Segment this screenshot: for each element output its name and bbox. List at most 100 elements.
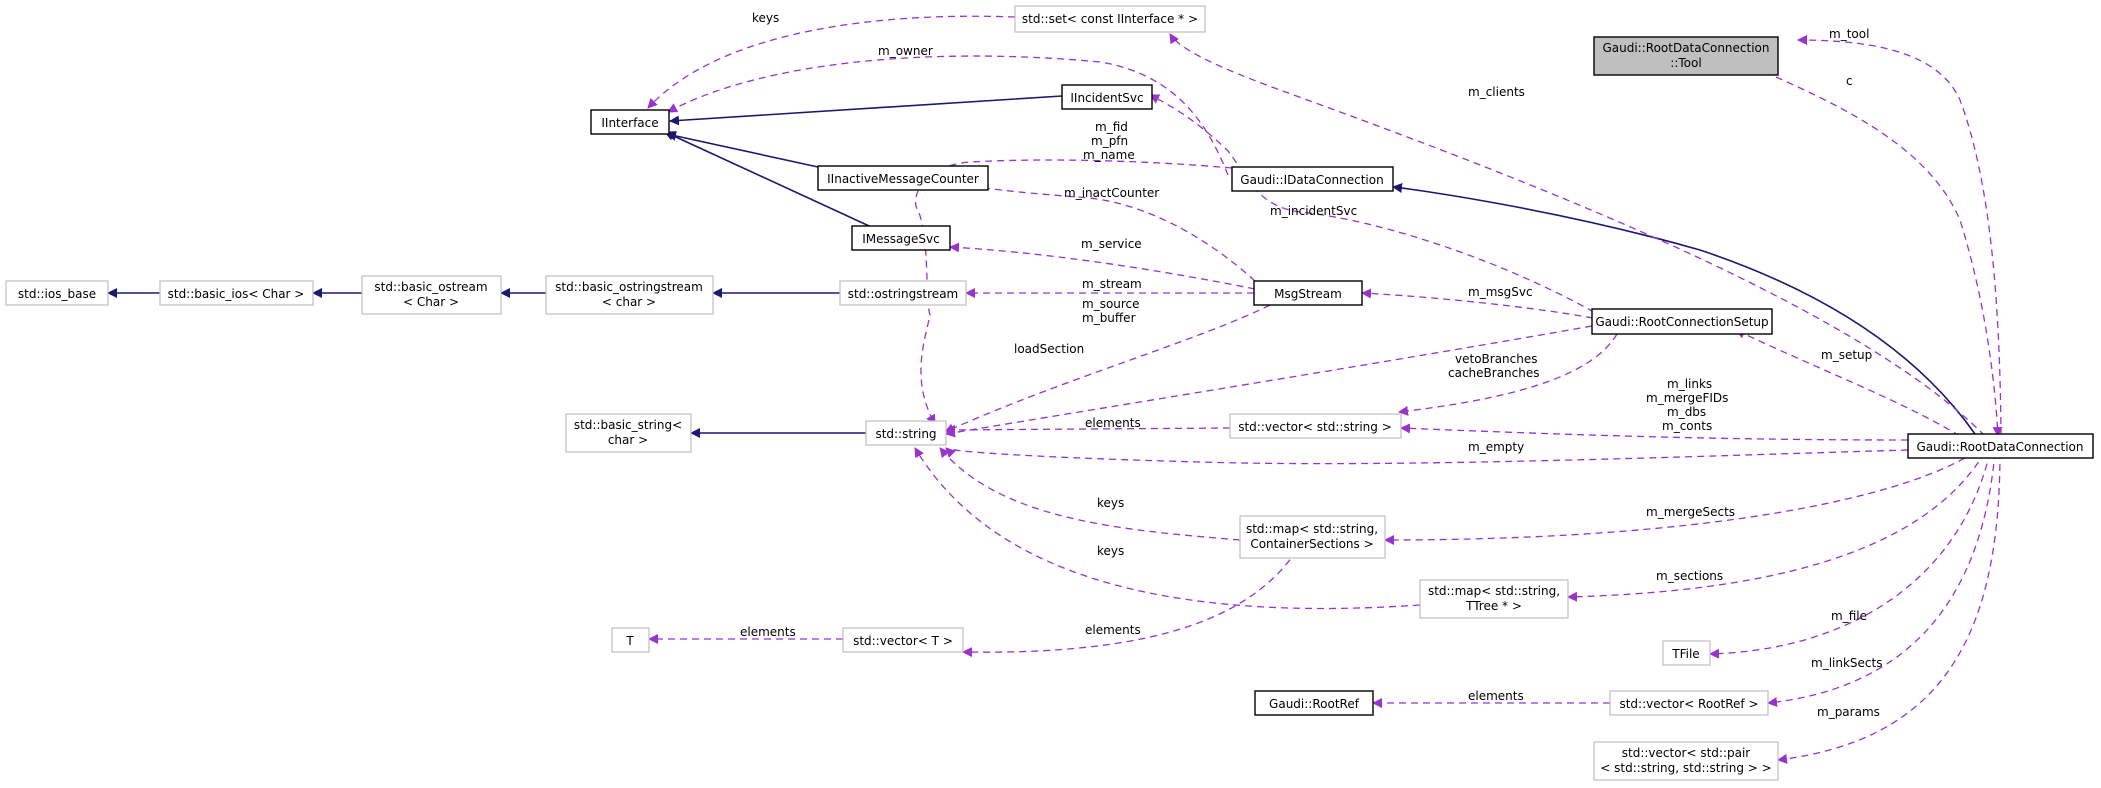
edge-m-tool bbox=[1797, 35, 2002, 437]
label-m-owner: m_owner bbox=[878, 44, 933, 58]
edge-iincidentsvc-to-iinterface bbox=[669, 95, 1063, 126]
svg-text:MsgStream: MsgStream bbox=[1274, 287, 1342, 301]
label-m-conts: m_conts bbox=[1662, 419, 1712, 433]
label-keys-set: keys bbox=[752, 11, 779, 25]
label-m-params: m_params bbox=[1817, 705, 1880, 719]
svg-text:::Tool: ::Tool bbox=[1670, 56, 1701, 70]
node-std-basic-string[interactable]: std::basic_string< char > bbox=[565, 413, 692, 453]
svg-text:std::set< const IInterface * >: std::set< const IInterface * > bbox=[1022, 12, 1198, 26]
svg-text:< std::string, std::string > >: < std::string, std::string > > bbox=[1600, 761, 1771, 775]
label-m-dbs: m_dbs bbox=[1667, 405, 1706, 419]
label-m-mergefids: m_mergeFIDs bbox=[1646, 391, 1728, 405]
edge-m-linksects bbox=[1767, 451, 1996, 708]
label-vetobranches: vetoBranches bbox=[1455, 352, 1538, 366]
label-keys-map-container: keys bbox=[1097, 496, 1124, 510]
svg-text:IInactiveMessageCounter: IInactiveMessageCounter bbox=[827, 172, 979, 186]
node-std-basic-ostringstream[interactable]: std::basic_ostringstream < char > bbox=[545, 275, 714, 315]
label-elements-vector-string: elements bbox=[1085, 416, 1141, 430]
label-m-stream: m_stream bbox=[1082, 277, 1142, 291]
node-std-basic-ostream[interactable]: std::basic_ostream < Char > bbox=[361, 275, 502, 315]
node-std-vector-pair[interactable]: std::vector< std::pair < std::string, st… bbox=[1593, 741, 1779, 781]
label-m-linksects: m_linkSects bbox=[1811, 656, 1882, 670]
node-std-string[interactable]: std::string bbox=[865, 420, 947, 446]
node-rootref[interactable]: Gaudi::RootRef bbox=[1254, 690, 1374, 716]
node-iinactivemessagecounter[interactable]: IInactiveMessageCounter bbox=[817, 165, 989, 191]
edge-m-incidentsvc bbox=[1149, 94, 1595, 313]
svg-text:std::basic_ios< Char >: std::basic_ios< Char > bbox=[168, 287, 305, 301]
edge-m-params bbox=[1777, 451, 2001, 764]
svg-text:std::vector< std::string >: std::vector< std::string > bbox=[1238, 420, 1392, 434]
edge-m-fid-pfn-name bbox=[914, 159, 1233, 425]
svg-text:< Char >: < Char > bbox=[403, 295, 459, 309]
svg-text:char >: char > bbox=[608, 433, 648, 447]
label-keys-map-ttree: keys bbox=[1097, 544, 1124, 558]
label-m-clients: m_clients bbox=[1468, 85, 1525, 99]
edge-m-msgsvc bbox=[1361, 288, 1594, 319]
label-m-incidentsvc: m_incidentSvc bbox=[1270, 204, 1357, 218]
node-std-ios-base[interactable]: std::ios_base bbox=[5, 280, 109, 306]
node-std-vector-rootref[interactable]: std::vector< RootRef > bbox=[1609, 690, 1769, 716]
svg-text:T: T bbox=[625, 634, 634, 648]
node-std-vector-t[interactable]: std::vector< T > bbox=[842, 627, 964, 653]
label-m-source: m_source bbox=[1082, 297, 1140, 311]
node-rootdataconnection-tool[interactable]: Gaudi::RootDataConnection ::Tool bbox=[1593, 36, 1779, 76]
svg-text:Gaudi::RootRef: Gaudi::RootRef bbox=[1269, 697, 1360, 711]
label-m-pfn: m_pfn bbox=[1091, 134, 1128, 148]
label-m-mergesects: m_mergeSects bbox=[1646, 505, 1735, 519]
edge-m-links-mergefids-dbs-conts bbox=[1400, 423, 1909, 441]
node-std-set-iinterface[interactable]: std::set< const IInterface * > bbox=[1014, 5, 1206, 33]
node-imessagesvc[interactable]: IMessageSvc bbox=[851, 225, 951, 251]
node-std-map-ttree[interactable]: std::map< std::string, TTree * > bbox=[1419, 579, 1569, 619]
label-m-service: m_service bbox=[1081, 237, 1142, 251]
svg-text:std::basic_ostream: std::basic_ostream bbox=[374, 280, 487, 294]
edge-m-owner bbox=[667, 55, 1229, 176]
edge-m-source-buffer bbox=[944, 304, 1271, 433]
label-m-empty: m_empty bbox=[1468, 440, 1524, 454]
svg-text:std::map< std::string,: std::map< std::string, bbox=[1428, 584, 1560, 598]
svg-text:std::ios_base: std::ios_base bbox=[18, 287, 96, 301]
node-rootconnectionsetup[interactable]: Gaudi::RootConnectionSetup bbox=[1591, 308, 1773, 335]
edge-imessagesvc-to-iinterface bbox=[664, 131, 881, 232]
edge-rootdataconnection-to-idataconnection bbox=[1392, 183, 1976, 435]
svg-text:IInterface: IInterface bbox=[601, 116, 658, 130]
label-m-msgsvc: m_msgSvc bbox=[1468, 285, 1533, 299]
node-tfile[interactable]: TFile bbox=[1662, 640, 1711, 666]
node-std-vector-string[interactable]: std::vector< std::string > bbox=[1229, 413, 1402, 439]
node-rootdataconnection[interactable]: Gaudi::RootDataConnection bbox=[1907, 433, 2094, 459]
node-std-basic-ios[interactable]: std::basic_ios< Char > bbox=[159, 280, 314, 306]
edge-m-mergesects bbox=[1384, 451, 1976, 545]
edge-keys-map-ttree bbox=[914, 447, 1421, 610]
edge-m-empty bbox=[945, 447, 1909, 465]
label-elements-t: elements bbox=[740, 625, 796, 639]
svg-text:IIncidentSvc: IIncidentSvc bbox=[1070, 91, 1143, 105]
node-t[interactable]: T bbox=[611, 627, 650, 653]
edge-loadsection bbox=[945, 325, 1593, 438]
edge-labels: keys m_owner m_tool c m_clients m_fid m_… bbox=[740, 11, 1882, 719]
label-elements-rootref: elements bbox=[1468, 689, 1524, 703]
label-m-inactcounter: m_inactCounter bbox=[1064, 186, 1159, 200]
label-loadsection: loadSection bbox=[1014, 342, 1084, 356]
node-iincidentsvc[interactable]: IIncidentSvc bbox=[1061, 84, 1153, 110]
svg-text:std::vector< T >: std::vector< T > bbox=[853, 634, 953, 648]
edge-m-service bbox=[949, 242, 1256, 290]
usage-edges bbox=[647, 15, 2003, 764]
svg-text:IMessageSvc: IMessageSvc bbox=[862, 232, 939, 246]
node-msgstream[interactable]: MsgStream bbox=[1253, 280, 1363, 306]
svg-text:< char >: < char > bbox=[602, 295, 656, 309]
node-iinterface[interactable]: IInterface bbox=[590, 109, 670, 135]
label-m-buffer: m_buffer bbox=[1082, 311, 1136, 325]
node-std-map-containersections[interactable]: std::map< std::string, ContainerSections… bbox=[1239, 515, 1386, 559]
edge-m-setup bbox=[1735, 329, 1961, 437]
svg-text:std::string: std::string bbox=[875, 427, 936, 441]
node-idataconnection[interactable]: Gaudi::IDataConnection bbox=[1231, 166, 1394, 192]
label-m-links: m_links bbox=[1667, 377, 1712, 391]
svg-text:std::basic_string<: std::basic_string< bbox=[574, 418, 682, 432]
label-elements-vector-t: elements bbox=[1085, 623, 1141, 637]
node-std-ostringstream[interactable]: std::ostringstream bbox=[839, 280, 967, 306]
svg-text:Gaudi::RootDataConnection: Gaudi::RootDataConnection bbox=[1602, 41, 1769, 55]
label-c: c bbox=[1846, 74, 1853, 88]
edge-c bbox=[1775, 76, 2003, 437]
svg-text:Gaudi::RootConnectionSetup: Gaudi::RootConnectionSetup bbox=[1595, 315, 1768, 329]
svg-text:TTree * >: TTree * > bbox=[1465, 599, 1522, 613]
